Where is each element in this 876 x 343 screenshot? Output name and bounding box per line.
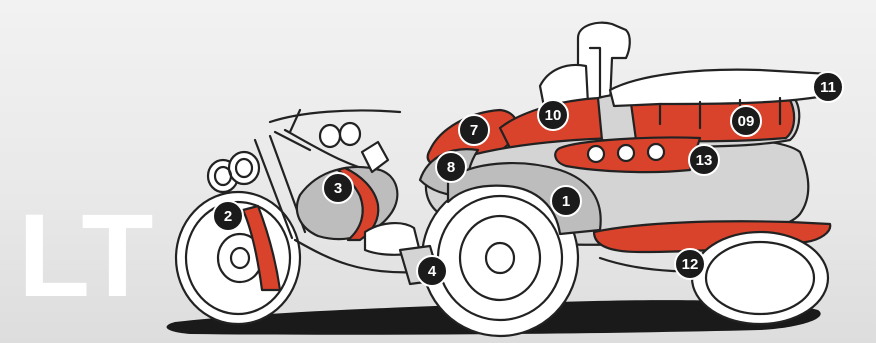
callout-label: 13 — [696, 152, 713, 169]
rear-right-wheel — [692, 232, 828, 324]
callout-label: 09 — [738, 113, 755, 130]
callout-badge[interactable]: 2 — [213, 201, 243, 231]
callout-badge[interactable]: 11 — [813, 72, 843, 102]
callout-label: 2 — [224, 208, 232, 225]
callout-label: 11 — [820, 79, 836, 96]
callout-label: 10 — [545, 107, 562, 124]
callout-label: 1 — [562, 193, 570, 210]
callout-badge[interactable]: 4 — [417, 256, 447, 286]
mirrors — [320, 123, 360, 147]
callout-badge[interactable]: 7 — [459, 115, 489, 145]
callout-label: 4 — [428, 263, 437, 280]
callout-badge[interactable]: 09 — [731, 106, 761, 136]
callout-label: 3 — [334, 180, 342, 197]
model-label: LT — [18, 190, 153, 322]
callout-badge[interactable]: 13 — [689, 145, 719, 175]
callout-badge[interactable]: 1 — [551, 186, 581, 216]
rear-spoiler — [610, 70, 834, 106]
callout-badge[interactable]: 10 — [538, 100, 568, 130]
callout-label: 8 — [447, 159, 455, 176]
callout-label: 7 — [470, 122, 478, 139]
headlights — [208, 152, 259, 192]
tail-lights — [588, 144, 664, 162]
callout-badge[interactable]: 3 — [323, 173, 353, 203]
callout-label: 12 — [682, 256, 699, 273]
callout-badge[interactable]: 8 — [436, 152, 466, 182]
callout-badge[interactable]: 12 — [675, 249, 705, 279]
